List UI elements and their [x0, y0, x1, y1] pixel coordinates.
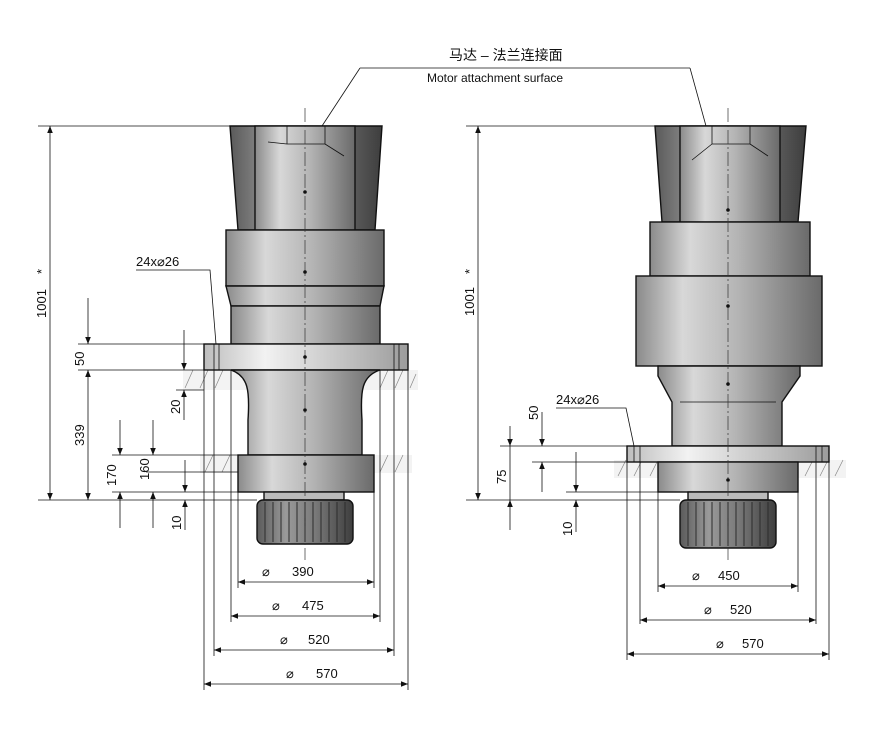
left-dim-520-label: 520 — [308, 632, 330, 647]
right-taper-body — [657, 365, 801, 447]
title-en: Motor attachment surface — [427, 71, 563, 85]
left-mid-housing — [230, 305, 381, 345]
axis-dots — [303, 190, 730, 482]
left-output-shaft — [263, 491, 345, 501]
left-bolt-note: 24x⌀26 — [136, 254, 179, 269]
right-dim-50-label: 50 — [526, 406, 541, 420]
right-dim-1001-label: 1001 — [462, 287, 477, 316]
left-dim-50-label: 50 — [72, 352, 87, 366]
motor-surface-label: 马达 – 法兰连接面 Motor attachment surface — [321, 47, 707, 127]
left-adapter-recess — [267, 126, 345, 157]
left-dim-10-label: 10 — [169, 516, 184, 530]
left-dim-570-symbol: ⌀ — [286, 666, 294, 681]
right-bolt-note: 24x⌀26 — [556, 392, 599, 407]
right-dim-520-symbol: ⌀ — [704, 602, 712, 617]
left-dim-20-label: 20 — [168, 400, 183, 414]
right-bolt-leader — [556, 407, 635, 447]
left-waisted-body — [230, 369, 381, 456]
left-bolt-leader — [136, 269, 217, 345]
left-view: 1001 * 50 339 20 170 160 10 24x⌀26 ⌀ 390 — [34, 108, 418, 690]
right-dim-520-label: 520 — [730, 602, 752, 617]
left-dim-170-label: 170 — [104, 464, 119, 486]
left-dim-570-label: 570 — [316, 666, 338, 681]
right-dim-1001-asterisk: * — [462, 269, 477, 274]
left-diam-extensions — [203, 370, 409, 690]
right-adapter-recess — [691, 126, 769, 161]
right-dim-570-label: 570 — [742, 636, 764, 651]
right-gear-teeth — [687, 502, 769, 546]
right-adapter-inner — [679, 125, 781, 223]
right-dim-75-label: 75 — [494, 470, 509, 484]
left-dim-390-label: 390 — [292, 564, 314, 579]
left-dim-475-label: 475 — [302, 598, 324, 613]
left-dim-475-symbol: ⌀ — [272, 598, 280, 613]
left-dim-1001-label: 1001 — [34, 289, 49, 318]
left-gear-teeth — [264, 502, 346, 542]
left-lower-base — [237, 454, 375, 493]
left-dim-160-label: 160 — [137, 458, 152, 480]
left-dim-520-symbol: ⌀ — [280, 632, 288, 647]
left-dim-339-label: 339 — [72, 424, 87, 446]
right-large-housing — [635, 275, 823, 367]
right-upper-housing — [649, 221, 811, 277]
left-dim-390-symbol: ⌀ — [262, 564, 270, 579]
left-dim-1001-asterisk: * — [34, 269, 49, 274]
right-dim-570-symbol: ⌀ — [716, 636, 724, 651]
right-dim-450-symbol: ⌀ — [692, 568, 700, 583]
right-dim-450-label: 450 — [718, 568, 740, 583]
right-view: 1001 * 50 75 10 24x⌀26 ⌀ 450 ⌀ 520 ⌀ 570 — [462, 108, 846, 660]
leader-right — [689, 67, 707, 127]
right-dim-10-label: 10 — [560, 522, 575, 536]
title-cn: 马达 – 法兰连接面 — [449, 47, 563, 63]
right-diam-extensions — [626, 462, 830, 660]
leader-left — [321, 67, 361, 127]
